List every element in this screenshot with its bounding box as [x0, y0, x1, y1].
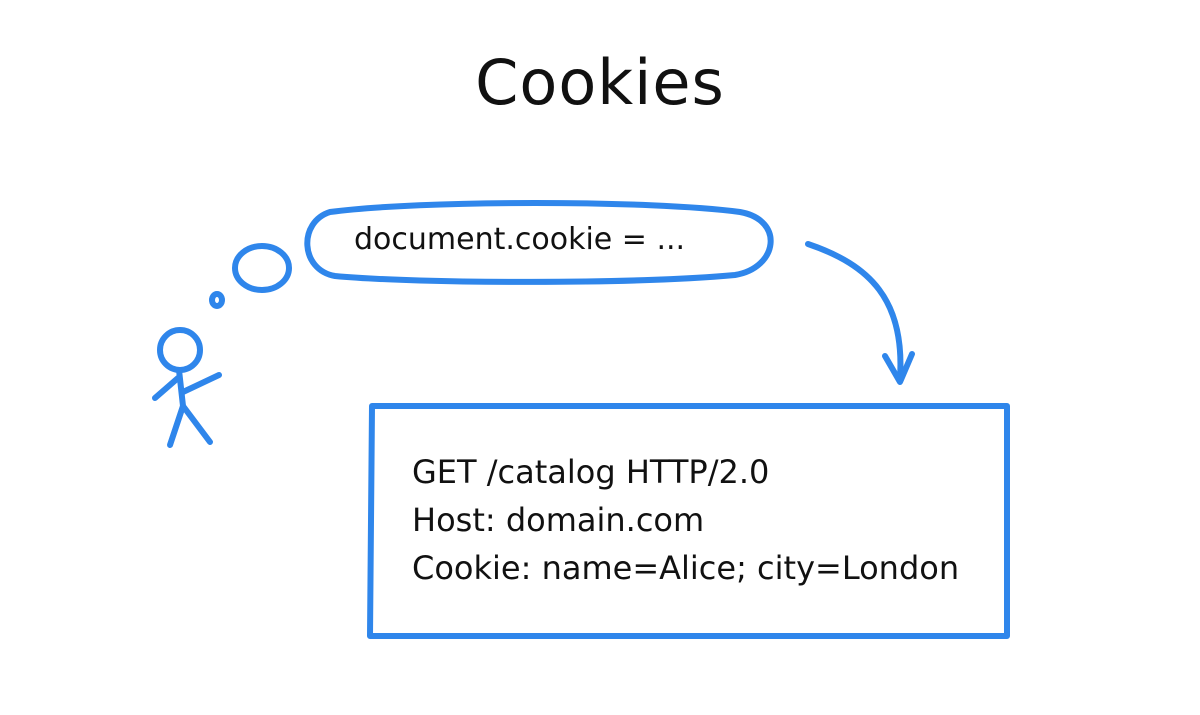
request-box-outline [367, 403, 1010, 639]
stick-figure-icon [152, 327, 222, 448]
curved-arrow-icon [805, 241, 915, 385]
request-line: GET /catalog HTTP/2.0 [412, 453, 770, 491]
host-header-line: Host: domain.com [412, 501, 705, 539]
cookie-header-line: Cookie: name=Alice; city=London [412, 549, 960, 587]
thought-bubble-outline [304, 200, 774, 285]
thought-bubble-text: document.cookie = ... [354, 222, 686, 257]
http-request-text: GET /catalog HTTP/2.0 Host: domain.com C… [412, 448, 959, 592]
diagram-title: Cookies [475, 46, 725, 119]
thought-dots-icon [209, 243, 292, 309]
